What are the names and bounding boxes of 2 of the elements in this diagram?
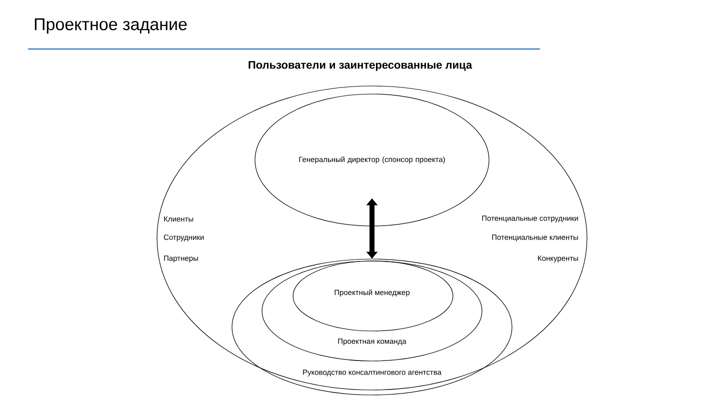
subtitle: Пользователи и заинтересованные лица [248, 61, 472, 71]
title: Проектное задание [34, 18, 187, 34]
